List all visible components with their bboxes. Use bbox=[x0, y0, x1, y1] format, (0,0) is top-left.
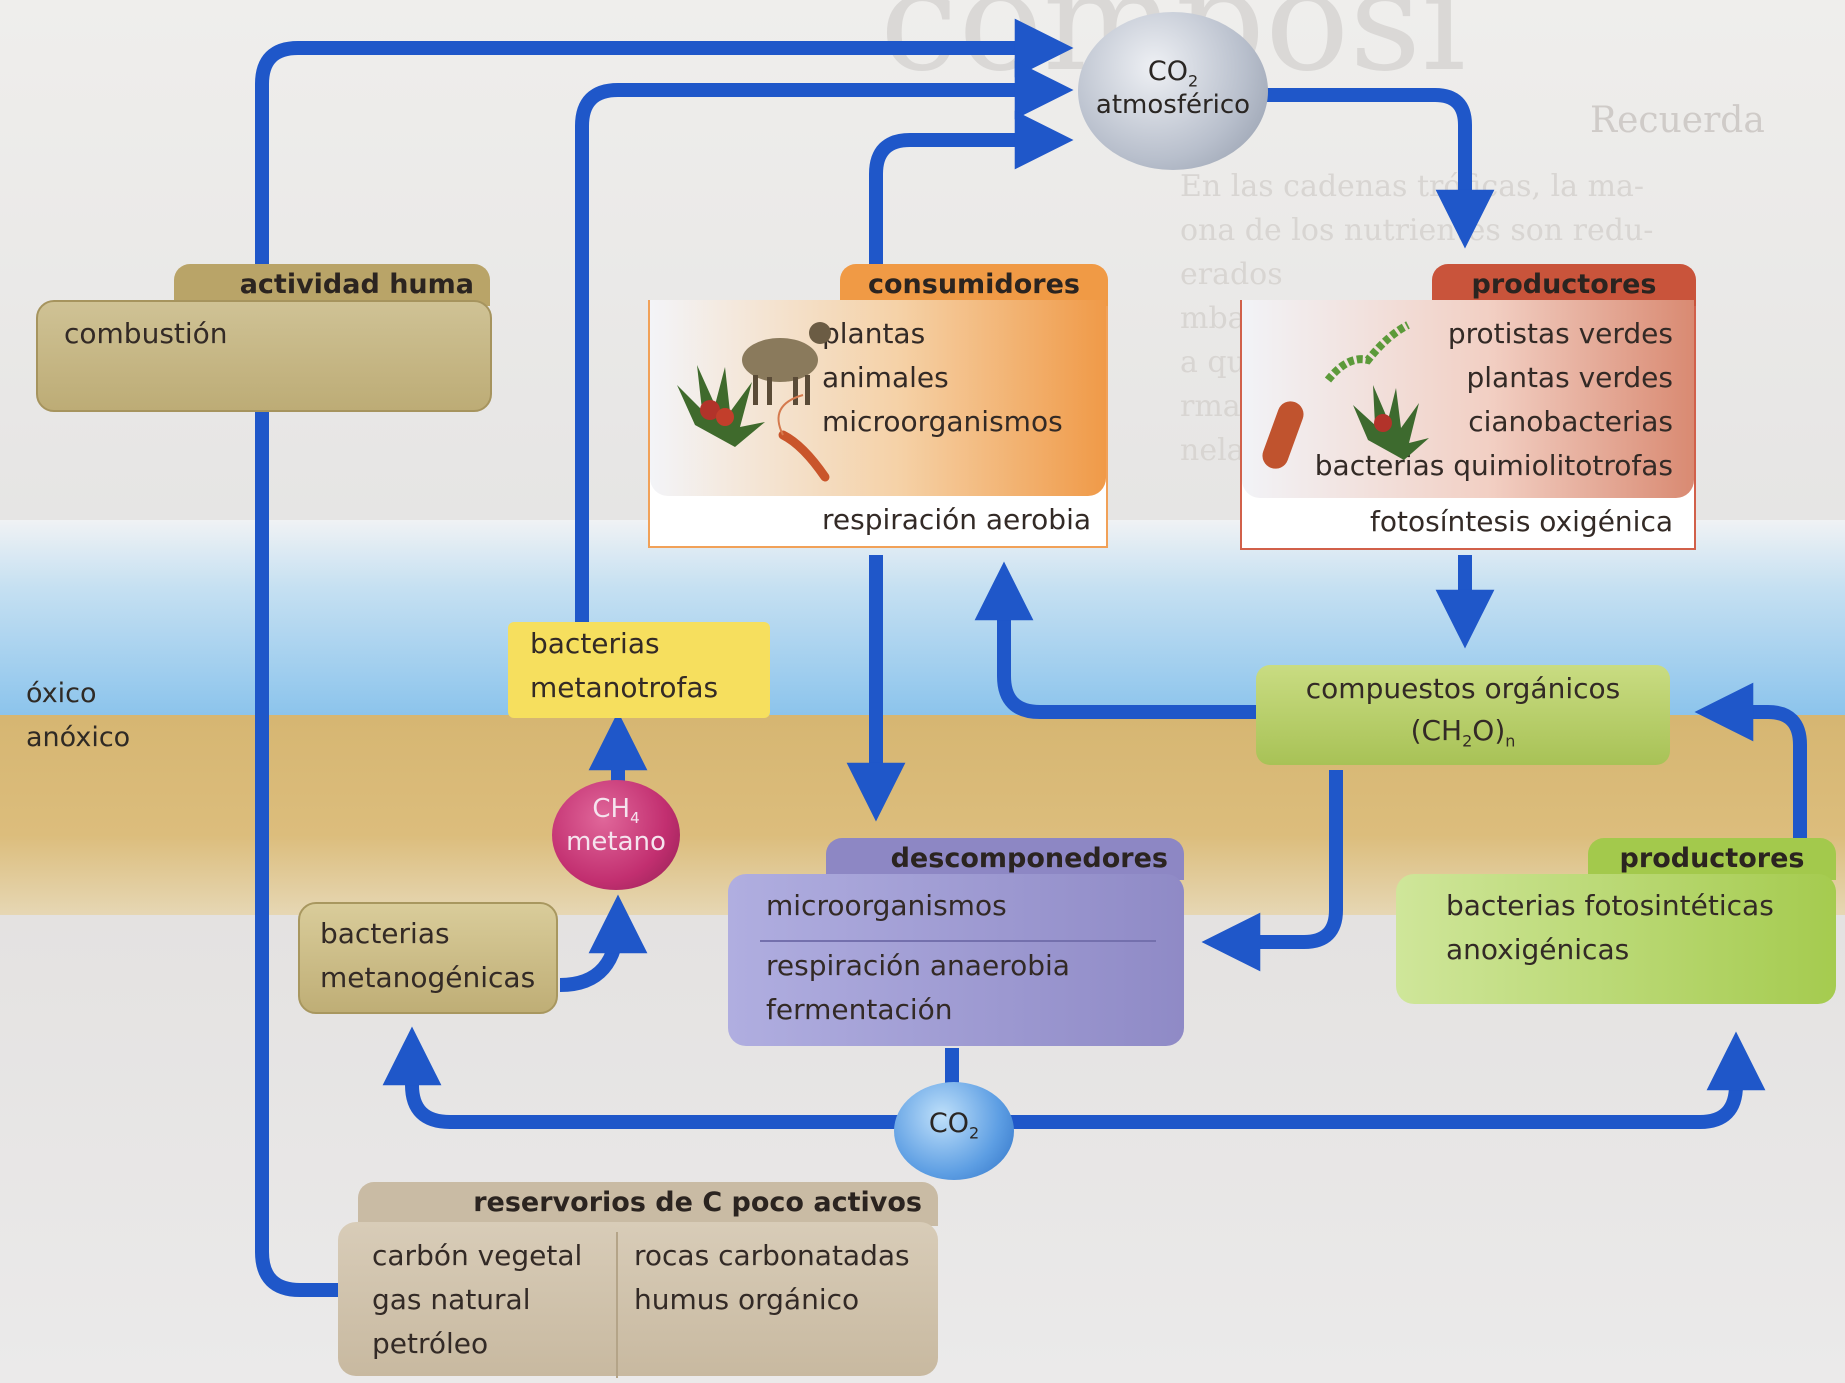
actividad-item: combustión bbox=[64, 317, 228, 350]
co2-bottom-node: CO2 bbox=[894, 1082, 1014, 1180]
arrow-compuestos-to-consumidores bbox=[974, 561, 1265, 719]
metanogenicas-label: bacterias metanogénicas bbox=[320, 917, 536, 994]
reservorios-col2: rocas carbonatadas humus orgánico bbox=[634, 1239, 910, 1316]
productores-bottom-title: productores bbox=[1588, 838, 1836, 880]
consumidores-title: consumidores bbox=[840, 264, 1108, 306]
descomponedores-box bbox=[728, 874, 1184, 1046]
descomponedores-divider bbox=[760, 940, 1156, 942]
sheep-illustration bbox=[742, 322, 831, 405]
arrow-co2-to-productores-bottom bbox=[1010, 1031, 1766, 1129]
actividad-title: actividad huma bbox=[174, 264, 490, 306]
arrow-reservorios-to-co2 bbox=[255, 18, 1074, 1297]
anoxic-layer-label: anóxico bbox=[26, 722, 131, 753]
oxic-layer-label: óxico bbox=[26, 678, 97, 709]
consumidores-process: respiración aerobia bbox=[822, 503, 1092, 536]
bacterium-illustration bbox=[777, 394, 830, 482]
productores-top-process: fotosíntesis oxigénica bbox=[1370, 505, 1673, 538]
reservorios-divider bbox=[616, 1232, 618, 1378]
productores-top-box bbox=[1242, 300, 1694, 498]
plant-illustration bbox=[1353, 385, 1429, 460]
productores-illustration bbox=[1262, 321, 1429, 469]
productores-top-title: productores bbox=[1432, 264, 1696, 306]
reservorios-title: reservorios de C poco activos bbox=[358, 1182, 938, 1226]
productores-top-items: protistas verdes plantas verdes cianobac… bbox=[1314, 317, 1673, 482]
metano-node: CH4 metano bbox=[552, 780, 680, 890]
reservorios-col1: carbón vegetal gas natural petróleo bbox=[372, 1239, 583, 1360]
compuestos-box bbox=[1256, 665, 1670, 765]
arrow-consumidores-to-co2 bbox=[869, 110, 1074, 268]
rod-bacterium-illustration bbox=[1262, 401, 1304, 469]
reservorios-box bbox=[338, 1222, 938, 1376]
consumidores-illustration bbox=[677, 322, 831, 482]
descomponedores-processes: respiración anaerobia fermentación bbox=[766, 949, 1070, 1026]
metanotrofas-label: bacterias metanotrofas bbox=[530, 627, 719, 704]
metanotrofas-box bbox=[508, 622, 770, 718]
arrow-co2-to-productores bbox=[1265, 88, 1495, 249]
arrow-co2-to-metanogenicas bbox=[382, 1026, 898, 1129]
co2-atmospheric-node: CO2 atmosférico bbox=[1078, 12, 1268, 170]
productores-bottom-box bbox=[1396, 874, 1836, 1004]
arrow-metanogenicas-to-metano bbox=[559, 894, 648, 992]
metanogenicas-box bbox=[298, 902, 558, 1014]
productores-bottom-items: bacterias fotosintéticas anoxigénicas bbox=[1446, 889, 1774, 966]
descomponedores-item: microorganismos bbox=[766, 889, 1007, 922]
consumidores-items: plantas animales microorganismos bbox=[822, 317, 1063, 438]
compuestos-label: compuestos orgánicos (CH2O)n bbox=[1305, 672, 1621, 751]
descomponedores-title: descomponedores bbox=[826, 838, 1184, 880]
arrow-compuestos-to-descomponedores bbox=[1201, 770, 1343, 972]
arrow-metanotrofas-to-co2 bbox=[575, 60, 1074, 640]
actividad-box bbox=[36, 300, 492, 412]
background-header: Recuerda bbox=[1590, 100, 1765, 141]
arrow-productores-bottom-to-compuestos bbox=[1694, 682, 1807, 850]
plant-illustration bbox=[677, 365, 765, 447]
cyanobacteria-illustration bbox=[1324, 321, 1410, 383]
